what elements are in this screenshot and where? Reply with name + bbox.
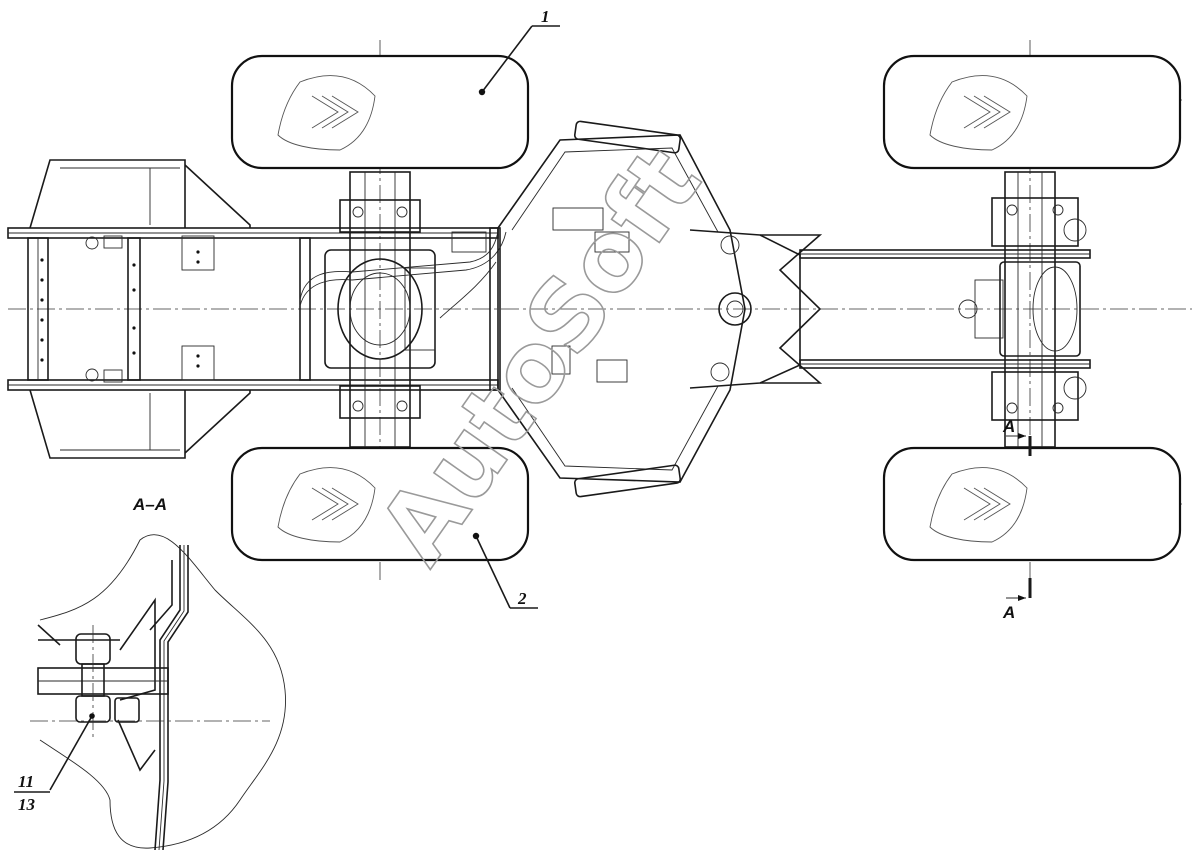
wheel-front-bottom: [882, 446, 1182, 562]
frame-rivets: [40, 250, 200, 368]
section-marker: А А: [1002, 417, 1032, 622]
callout-1: 1: [478, 7, 560, 96]
section-marker-bottom-label: А: [1002, 603, 1015, 622]
callout-11-label: 11: [18, 772, 34, 791]
front-axle-assembly: [958, 171, 1087, 448]
articulation-joint: [451, 120, 801, 498]
rear-axle-assembly: [299, 171, 507, 448]
section-view-title: А–А: [132, 495, 167, 514]
wheel-rear-bottom: [230, 446, 530, 562]
callout-2-label: 2: [517, 589, 527, 608]
callout-13-label: 13: [18, 795, 36, 814]
wheel-front-top: [882, 54, 1182, 170]
section-view-detail: 11 13: [14, 534, 286, 851]
callout-2: 2: [472, 532, 538, 609]
wheel-rear-top: [230, 54, 530, 170]
section-marker-top-label: А: [1002, 417, 1015, 436]
watermark-text: AutoSoft: [357, 128, 722, 583]
callout-1-label: 1: [541, 7, 550, 26]
